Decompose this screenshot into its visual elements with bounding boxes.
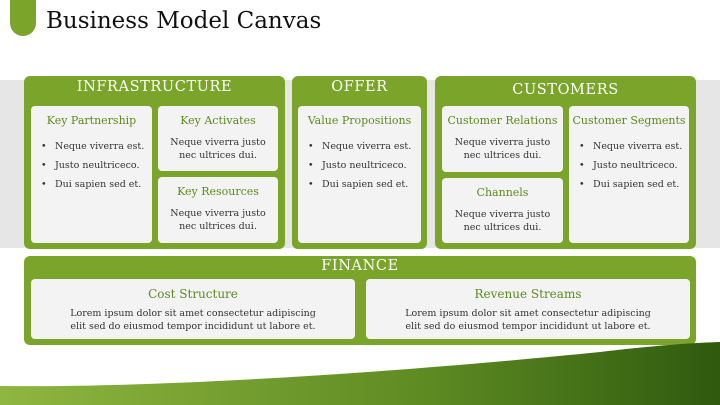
customer-segments-list: •Neque viverra est. •Justo neultriceco. … bbox=[577, 140, 685, 197]
key-resources-title: Key Resources bbox=[177, 185, 259, 198]
list-item: •Neque viverra est. bbox=[579, 141, 683, 152]
value-propositions-title: Value Propositions bbox=[307, 114, 412, 127]
revenue-streams-title: Revenue Streams bbox=[474, 287, 582, 301]
list-item: •Neque viverra est. bbox=[308, 141, 412, 152]
key-partnership-list: •Neque viverra est. •Justo neultriceco. … bbox=[39, 140, 148, 197]
list-item: •Dui sapien sed et. bbox=[308, 179, 409, 190]
infrastructure-panel: INFRASTRUCTURE Key Partnership •Neque vi… bbox=[24, 76, 285, 249]
value-propositions-list: •Neque viverra est. •Justo neultriceco. … bbox=[306, 140, 417, 197]
channels-title: Channels bbox=[476, 186, 529, 199]
list-item: •Justo neultriceco. bbox=[579, 160, 678, 171]
value-propositions-card: Value Propositions •Neque viverra est. •… bbox=[298, 106, 421, 243]
key-activates-card: Key Activates Neque viverra justo nec ul… bbox=[158, 106, 278, 171]
infrastructure-heading: INFRASTRUCTURE bbox=[76, 79, 233, 95]
customer-relations-title: Customer Relations bbox=[447, 114, 558, 127]
cost-structure-card: Cost Structure Lorem ipsum dolor sit ame… bbox=[31, 279, 355, 339]
customer-segments-title: Customer Segments bbox=[572, 114, 686, 127]
key-resources-text: Neque viverra justo nec ultrices dui. bbox=[170, 208, 266, 232]
key-partnership-card: Key Partnership •Neque viverra est. •Jus… bbox=[31, 106, 152, 243]
channels-text: Neque viverra justo nec ultrices dui. bbox=[454, 209, 551, 233]
offer-heading: OFFER bbox=[331, 79, 388, 95]
key-partnership-title: Key Partnership bbox=[46, 114, 137, 127]
list-item: •Dui sapien sed et. bbox=[41, 179, 142, 190]
cost-structure-text: Lorem ipsum dolor sit amet consectetur a… bbox=[70, 308, 316, 332]
key-activates-text: Neque viverra justo nec ultrices dui. bbox=[170, 137, 266, 161]
customers-heading: CUSTOMERS bbox=[512, 82, 619, 98]
list-item: •Justo neultriceco. bbox=[308, 160, 407, 171]
slide-title: Business Model Canvas bbox=[46, 8, 322, 34]
list-item: •Dui sapien sed et. bbox=[579, 179, 680, 190]
customer-segments-card: Customer Segments •Neque viverra est. •J… bbox=[569, 106, 689, 243]
key-resources-card: Key Resources Neque viverra justo nec ul… bbox=[158, 177, 278, 243]
revenue-streams-text: Lorem ipsum dolor sit amet consectetur a… bbox=[405, 308, 651, 332]
channels-card: Channels Neque viverra justo nec ultrice… bbox=[442, 178, 563, 243]
customer-relations-text: Neque viverra justo nec ultrices dui. bbox=[454, 137, 551, 161]
revenue-streams-card: Revenue Streams Lorem ipsum dolor sit am… bbox=[366, 279, 690, 339]
title-accent-leaf bbox=[10, 0, 36, 36]
cost-structure-title: Cost Structure bbox=[148, 287, 238, 301]
list-item: •Neque viverra est. bbox=[41, 141, 145, 152]
finance-panel: FINANCE Cost Structure Lorem ipsum dolor… bbox=[24, 256, 696, 345]
customers-panel: CUSTOMERS Customer Relations Neque viver… bbox=[435, 76, 696, 249]
key-activates-title: Key Activates bbox=[180, 114, 256, 127]
bottom-wave-decoration bbox=[0, 342, 720, 405]
finance-heading: FINANCE bbox=[321, 258, 399, 274]
customer-relations-card: Customer Relations Neque viverra justo n… bbox=[442, 106, 563, 172]
offer-panel: OFFER Value Propositions •Neque viverra … bbox=[292, 76, 427, 249]
list-item: •Justo neultriceco. bbox=[41, 160, 140, 171]
